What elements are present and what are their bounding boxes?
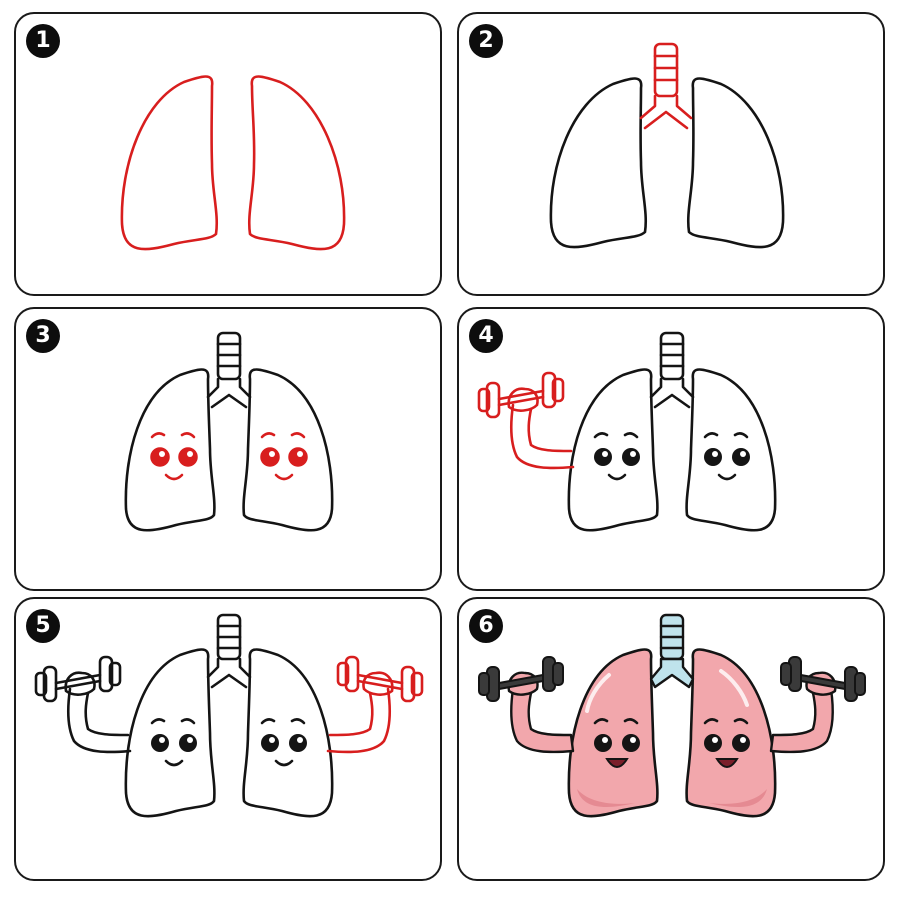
left-lung-outline bbox=[549, 77, 648, 249]
trachea-colored bbox=[649, 613, 695, 689]
trachea bbox=[649, 331, 695, 409]
step-panel-2: 2 bbox=[457, 12, 885, 296]
left-arm bbox=[507, 387, 575, 470]
left-lung-face bbox=[593, 718, 640, 768]
right-lung-highlight bbox=[719, 669, 749, 707]
step-panel-1: 1 bbox=[14, 12, 442, 296]
left-lung-outline bbox=[567, 368, 659, 532]
left-arm bbox=[64, 671, 132, 754]
step-number-badge: 3 bbox=[26, 319, 60, 353]
right-lung-face bbox=[260, 718, 307, 767]
right-lung-face bbox=[703, 432, 750, 481]
left-lung-outline bbox=[124, 648, 216, 818]
trachea bbox=[639, 42, 693, 130]
left-lung-outline bbox=[120, 75, 219, 251]
lungs-with-both-arms-drawing bbox=[34, 613, 424, 818]
right-lung-outline bbox=[686, 77, 785, 249]
left-dumbbell bbox=[477, 371, 565, 419]
step-number-badge: 5 bbox=[26, 609, 60, 643]
lungs-outline-drawing bbox=[120, 75, 346, 251]
lungs-with-faces-drawing bbox=[124, 331, 334, 532]
lungs-with-trachea-drawing bbox=[549, 42, 785, 249]
left-dumbbell bbox=[34, 655, 122, 703]
step-number-badge: 1 bbox=[26, 24, 60, 58]
right-lung-face bbox=[703, 718, 750, 768]
left-lung-face bbox=[150, 718, 197, 767]
left-lung-face bbox=[150, 432, 198, 481]
step-panel-6: 6 bbox=[457, 597, 885, 881]
right-lung-outline bbox=[685, 368, 777, 532]
right-lung-shade bbox=[709, 789, 767, 808]
left-lung-face bbox=[593, 432, 640, 481]
left-lung-filled bbox=[567, 648, 659, 818]
lungs-with-left-arm-drawing bbox=[477, 331, 777, 532]
trachea bbox=[206, 613, 252, 689]
right-dumbbell bbox=[336, 655, 424, 703]
right-dumbbell-colored bbox=[780, 656, 866, 702]
step-panel-4: 4 bbox=[457, 307, 885, 591]
step-number-badge: 4 bbox=[469, 319, 503, 353]
left-lung-shade bbox=[577, 789, 635, 808]
step-number-badge: 6 bbox=[469, 609, 503, 643]
trachea bbox=[206, 331, 252, 409]
right-lung-face bbox=[260, 432, 308, 481]
right-lung-outline bbox=[242, 648, 334, 818]
right-lung-outline bbox=[242, 368, 334, 532]
right-lung-outline bbox=[247, 75, 346, 251]
right-lung-filled bbox=[685, 648, 777, 818]
colored-lungs-drawing bbox=[478, 613, 866, 818]
left-lung-outline bbox=[124, 368, 216, 532]
left-dumbbell-colored bbox=[478, 656, 564, 702]
step-number-badge: 2 bbox=[469, 24, 503, 58]
step-panel-5: 5 bbox=[14, 597, 442, 881]
step-panel-3: 3 bbox=[14, 307, 442, 591]
right-arm bbox=[326, 671, 394, 754]
left-lung-highlight bbox=[585, 673, 611, 713]
